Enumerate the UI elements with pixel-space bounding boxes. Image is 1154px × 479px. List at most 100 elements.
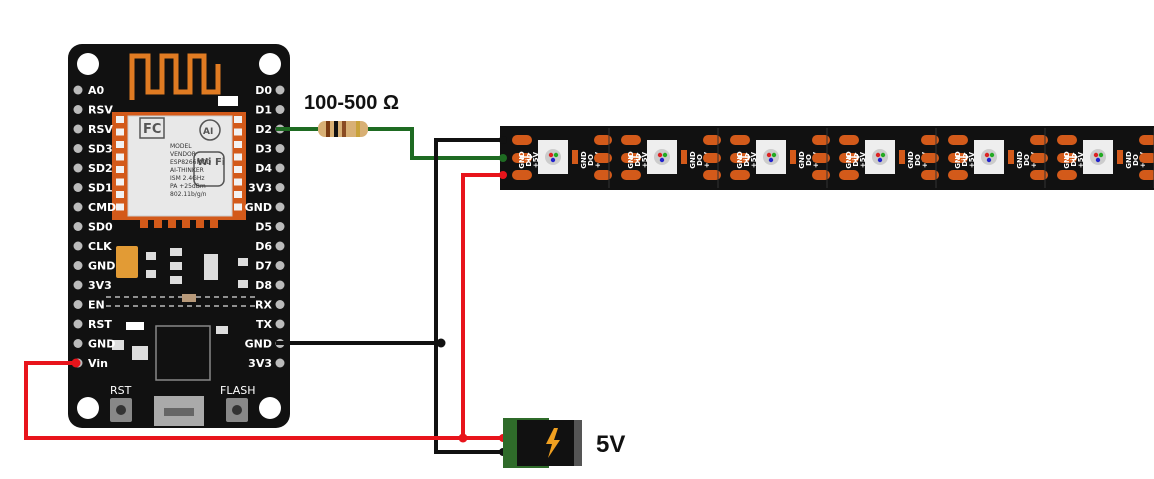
direction-arrow-icon [738,152,751,162]
mounting-hole [77,397,99,419]
solder-pad [1139,153,1154,163]
pin-hole [73,339,83,348]
junction-dot [499,154,507,162]
esp-castellated-pin [116,141,124,148]
solder-pad [512,170,532,180]
esp-castellated-pin [182,220,190,228]
pin-hole [275,222,285,231]
right-pin-label: D2 [255,123,272,136]
dc-power-jack: 5V [503,418,625,468]
solder-pad [812,135,830,145]
button-knob [232,405,242,415]
led-lens [654,149,670,165]
strip-pad-label: DO [1132,154,1140,166]
esp-castellated-pin [234,128,242,136]
mounting-hole [77,53,99,75]
led-die-green [662,152,668,158]
jack-rim [574,420,582,466]
usb-port-slot [164,408,194,416]
pin-hole [73,222,83,231]
solder-pad [1057,135,1077,145]
smd-capacitor [790,150,796,164]
solder-pad [921,170,939,180]
resistor-band [342,121,346,137]
fc-mark: FC [143,122,161,137]
nodemcu-board: FC AI Wi Fi MODELVENDORESP8266MODAI-THIN… [68,44,290,428]
pin-hole [73,163,83,173]
left-pin-label: CLK [88,240,112,253]
right-pin-label: TX [256,318,273,331]
right-pin-label: GND [245,201,272,214]
led-die-blue [1095,157,1101,163]
smd-component [238,258,248,266]
pin-hole [73,124,83,134]
mounting-hole [259,53,281,75]
left-pin-label: Vin [88,357,108,370]
module-text: PA +25dBm [170,183,206,190]
strip-pad-label: GND [736,151,744,169]
pin-hole [275,105,285,114]
strip-pad-label: +5V [532,151,540,168]
junction-dot [499,136,507,144]
led-lens [872,149,888,165]
smd-capacitor [899,150,905,164]
strip-pad-label: DO [696,154,704,166]
solder-pad [921,153,939,163]
smd-component [170,262,182,270]
solder-pad [948,135,968,145]
strip-pad-label: GND [907,151,915,169]
gnd-wire-strip [434,138,503,454]
usb-uart-chip [155,325,211,381]
solder-pad [621,170,641,180]
direction-arrow-icon [1065,152,1078,162]
strip-pad-label: GND [1063,151,1071,169]
solder-pad [621,135,641,145]
left-pin-label: RSV [88,123,113,136]
solder-pad [839,135,859,145]
junction-dot [458,433,468,443]
esp-castellated-pin [234,141,242,148]
strip-pad-label: GND [689,151,697,169]
mounting-hole [259,397,281,419]
direction-arrow-icon [520,152,533,162]
esp-castellated-pin [234,153,242,161]
ai-logo-icon [199,119,221,141]
esp-castellated-pin [116,153,124,161]
junction-dot [436,338,446,348]
led-die-green [553,152,559,158]
strip-pad-label: GND [845,151,853,169]
solder-pad [703,135,721,145]
left-pin-label: GND [88,260,115,273]
solder-pad [730,135,750,145]
led-die-red [766,152,772,158]
led-die-green [880,152,886,158]
solder-pad [1139,135,1154,145]
strip-pad-label: GND [627,151,635,169]
led [126,322,144,330]
smd-capacitor [572,150,578,164]
solder-pad [1057,153,1077,163]
button-knob [116,405,126,415]
right-pin-label: D3 [255,143,272,156]
led-die-red [548,152,554,158]
solder-pad [812,153,830,163]
solder-pad [512,135,532,145]
svg-text:Wi Fi: Wi Fi [197,157,225,168]
pin-hole [73,280,83,290]
esp-module: FC AI Wi Fi MODELVENDORESP8266MODAI-THIN… [112,112,246,228]
led-strip: GNDDin+5VGNDDO+5VGNDDin+5VGNDDO+5VGNDDin… [500,126,1154,190]
right-pin-label: 3V3 [248,182,272,195]
left-pin-label: SD3 [88,143,113,156]
solder-pad [921,135,939,145]
strip-pad-label: GND [1125,151,1133,169]
right-pin-label: D0 [255,84,272,97]
direction-arrow-icon [956,152,969,162]
esp-castellated-pin [140,220,148,228]
esp-castellated-pin [234,178,242,186]
strip-pad-label: GND [518,151,526,169]
smd-component [204,254,218,280]
smd-component [146,270,156,278]
solder-pad [948,170,968,180]
led-die-blue [768,157,774,163]
